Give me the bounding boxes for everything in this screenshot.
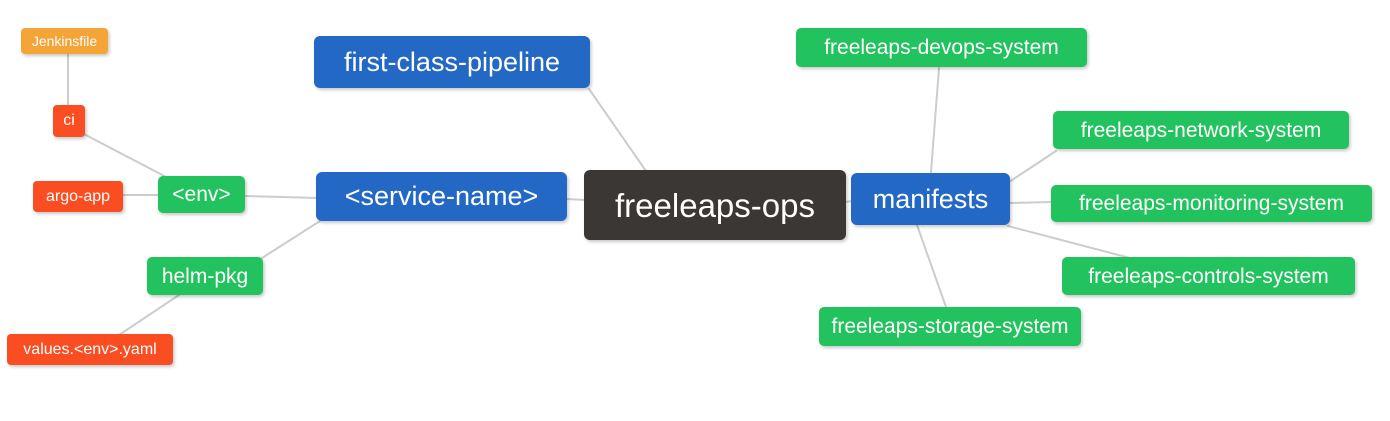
edge-manifests-freeleaps-storage-system	[916, 224, 947, 308]
edge-service-name-freeleaps-ops	[564, 198, 587, 201]
edge-manifests-freeleaps-devops-system	[930, 67, 940, 173]
mindmap-node-freeleaps-network-system[interactable]: freeleaps-network-system	[1053, 111, 1349, 149]
mindmap-node-service-name[interactable]: <service-name>	[316, 172, 567, 221]
mindmap-node-ci[interactable]: ci	[53, 105, 85, 137]
edge-manifests-freeleaps-controls-system	[1007, 225, 1131, 259]
mindmap-node-env[interactable]: <env>	[158, 176, 245, 213]
mindmap-node-first-class-pipeline[interactable]: first-class-pipeline	[314, 36, 590, 88]
edge-manifests-freeleaps-monitoring-system	[1008, 201, 1053, 204]
mindmap-node-manifests[interactable]: manifests	[851, 173, 1010, 225]
edge-values-env-yaml-helm-pkg	[118, 294, 180, 336]
edge-ci-env	[81, 132, 169, 179]
edge-first-class-pipeline-freeleaps-ops	[588, 88, 647, 172]
mindmap-node-freeleaps-monitoring-system[interactable]: freeleaps-monitoring-system	[1051, 185, 1372, 222]
edge-env-service-name	[243, 195, 319, 199]
edge-helm-pkg-service-name	[261, 220, 321, 259]
mindmap-node-values-env-yaml[interactable]: values.<env>.yaml	[7, 334, 173, 365]
mindmap-node-freeleaps-ops[interactable]: freeleaps-ops	[584, 170, 846, 240]
mindmap-node-argo-app[interactable]: argo-app	[33, 181, 123, 212]
mindmap-node-freeleaps-storage-system[interactable]: freeleaps-storage-system	[819, 307, 1081, 346]
mindmap-node-freeleaps-devops-system[interactable]: freeleaps-devops-system	[796, 28, 1087, 67]
mindmap-node-helm-pkg[interactable]: helm-pkg	[147, 257, 263, 295]
mindmap-node-jenkinsfile[interactable]: Jenkinsfile	[21, 28, 108, 54]
mindmap-node-freeleaps-controls-system[interactable]: freeleaps-controls-system	[1062, 257, 1355, 295]
edge-manifests-freeleaps-network-system	[1008, 150, 1057, 183]
